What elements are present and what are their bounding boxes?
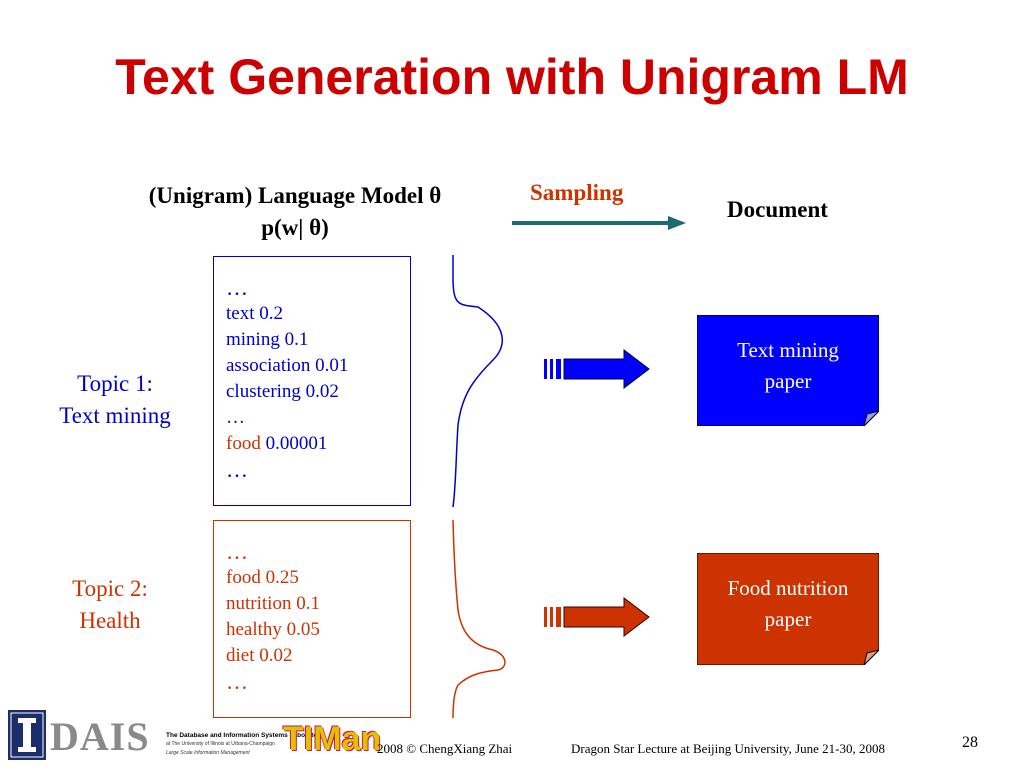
timan-logo: TIMan	[283, 720, 382, 758]
doc1-line1: Text mining	[737, 338, 839, 362]
word-prob-item: food 0.25	[226, 567, 299, 588]
illinois-i-icon	[8, 710, 46, 760]
document-shape	[697, 553, 879, 665]
word-food: food	[226, 433, 261, 454]
dais-lab-description: The Database and Information Systems Lab…	[166, 731, 324, 758]
word-ellipsis-top: …	[226, 275, 248, 300]
topic1-label-line1: Topic 1:	[77, 371, 153, 396]
food-nutrition-paper-document: Food nutrition paper	[697, 553, 879, 665]
topic1-distribution-curve	[452, 255, 503, 507]
sampling-label: Sampling	[530, 180, 624, 205]
text-mining-paper-document: Text mining paper	[697, 315, 879, 426]
word-prob-item: nutrition 0.1	[226, 593, 320, 614]
word-ellipsis-top: …	[226, 539, 248, 564]
topic2-word-distribution: … food 0.25 nutrition 0.1 healthy 0.05 d…	[213, 520, 411, 718]
doc2-line2: paper	[764, 607, 812, 631]
page-number: 28	[962, 734, 978, 751]
word-prob-item-food: food 0.00001	[226, 431, 410, 457]
topic2-label-line2: Health	[79, 608, 141, 633]
word-prob-item: diet 0.02	[226, 645, 293, 666]
dais-logo: DAIS	[50, 714, 150, 759]
dais-lab-university: at The University of Illinois at Urbana-…	[166, 741, 275, 747]
red-block-arrow-icon	[544, 597, 650, 637]
doc2-line1: Food nutrition	[727, 576, 849, 600]
dais-lab-tagline: Large Scale Information Management	[166, 750, 250, 756]
word-prob-item: healthy 0.05	[226, 619, 320, 640]
footer-lecture-info: Dragon Star Lecture at Beijing Universit…	[571, 741, 885, 756]
word-ellipsis-bottom: …	[226, 457, 248, 482]
doc1-line2: paper	[764, 369, 812, 393]
topic2-label-line1: Topic 2:	[72, 576, 148, 601]
word-ellipsis-middle: …	[226, 407, 245, 428]
word-prob-item: clustering 0.02	[226, 381, 339, 402]
topic2-label: Topic 2: Health	[40, 573, 180, 637]
document-label: Document	[727, 197, 828, 222]
language-model-header: (Unigram) Language Model θ p(w| θ)	[95, 180, 495, 244]
word-prob-item: mining 0.1	[226, 329, 309, 350]
topic1-word-distribution: … text 0.2 mining 0.1 association 0.01 c…	[213, 256, 411, 506]
dais-lab-name: The Database and Information Systems Lab…	[166, 732, 324, 739]
topic1-label: Topic 1: Text mining	[40, 368, 190, 432]
sampling-arrow-icon	[512, 216, 686, 230]
word-food-value: 0.00001	[260, 433, 328, 454]
document-shape	[697, 315, 879, 426]
footer-copyright: 2008 © ChengXiang Zhai	[377, 741, 513, 756]
topic2-distribution-curve	[452, 520, 506, 718]
blue-block-arrow-icon	[544, 349, 650, 389]
language-model-header-line2: p(w| θ)	[261, 215, 329, 240]
language-model-header-line1: (Unigram) Language Model θ	[148, 183, 442, 208]
topic1-label-line2: Text mining	[59, 403, 171, 428]
word-ellipsis-bottom: …	[226, 669, 248, 694]
slide-title: Text Generation with Unigram LM	[115, 49, 909, 105]
word-prob-item: association 0.01	[226, 355, 349, 376]
word-prob-item: text 0.2	[226, 303, 283, 324]
